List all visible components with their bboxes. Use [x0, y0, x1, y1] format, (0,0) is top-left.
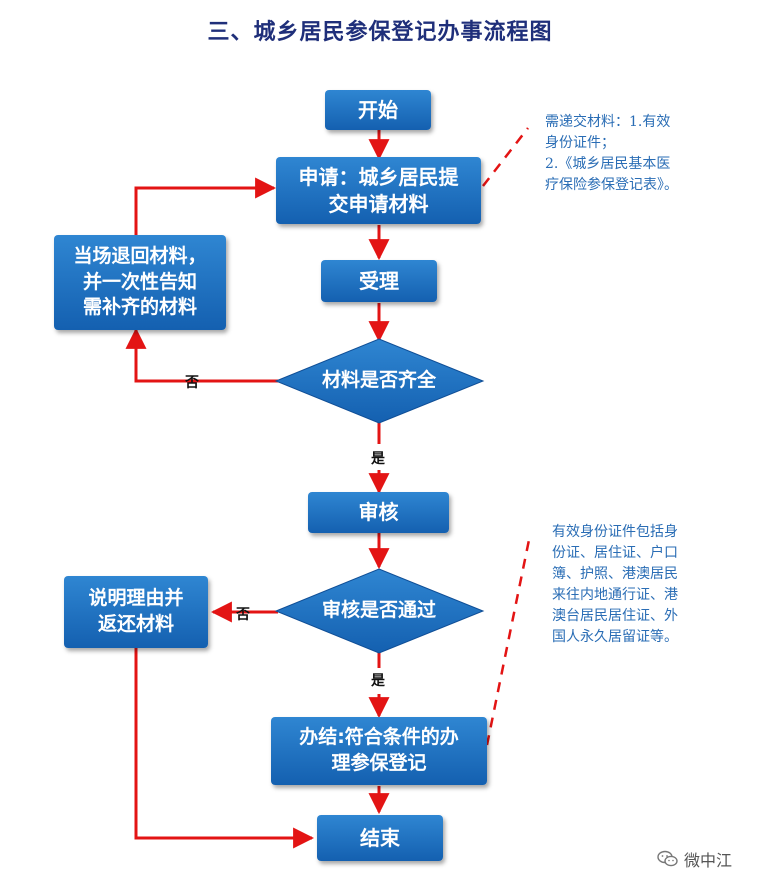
node-return-materials: 当场退回材料， 并一次性告知 需补齐的材料: [54, 235, 226, 330]
edge-label-complete-no: 否: [185, 375, 199, 391]
decision-complete-label: 材料是否齐全: [321, 369, 436, 392]
watermark: 微中江: [657, 847, 732, 871]
node-review: 审核: [308, 492, 449, 533]
note-leader-id-docs: [485, 534, 532, 746]
node-start: 开始: [325, 90, 431, 130]
node-finish: 办结:符合条件的办 理参保登记: [271, 717, 487, 785]
decision-diamond-complete: [274, 338, 485, 424]
node-accept: 受理: [321, 260, 437, 302]
node-apply: 申请：城乡居民提 交申请材料: [276, 157, 481, 224]
node-end: 结束: [317, 815, 443, 861]
node-explain-return: 说明理由并 返还材料: [64, 576, 208, 648]
edge-label-complete-yes: 是: [371, 451, 385, 467]
decision-review-label: 审核是否通过: [321, 599, 436, 622]
arrow-check-no: [125, 327, 283, 383]
wechat-icon: [657, 850, 678, 867]
note-valid-id-documents: 有效身份证件包括身 份证、居住证、户口 簿、护照、港澳居民 来往内地通行证、港 …: [552, 524, 678, 645]
edge-label-review-yes: 是: [371, 673, 385, 689]
watermark-text: 微中江: [683, 851, 732, 870]
arrow-explain-end: [134, 648, 315, 849]
arrow-return-apply: [134, 177, 277, 240]
page-title: 三、城乡居民参保登记办事流程图: [207, 20, 553, 45]
edge-label-review-no: 否: [236, 607, 250, 623]
note-leader-materials: [482, 127, 529, 187]
decision-diamond-review: [274, 568, 485, 654]
note-required-materials: 需递交材料：1.有效 身份证件； 2.《城乡居民基本医 疗保险参保登记表》。: [545, 114, 678, 193]
